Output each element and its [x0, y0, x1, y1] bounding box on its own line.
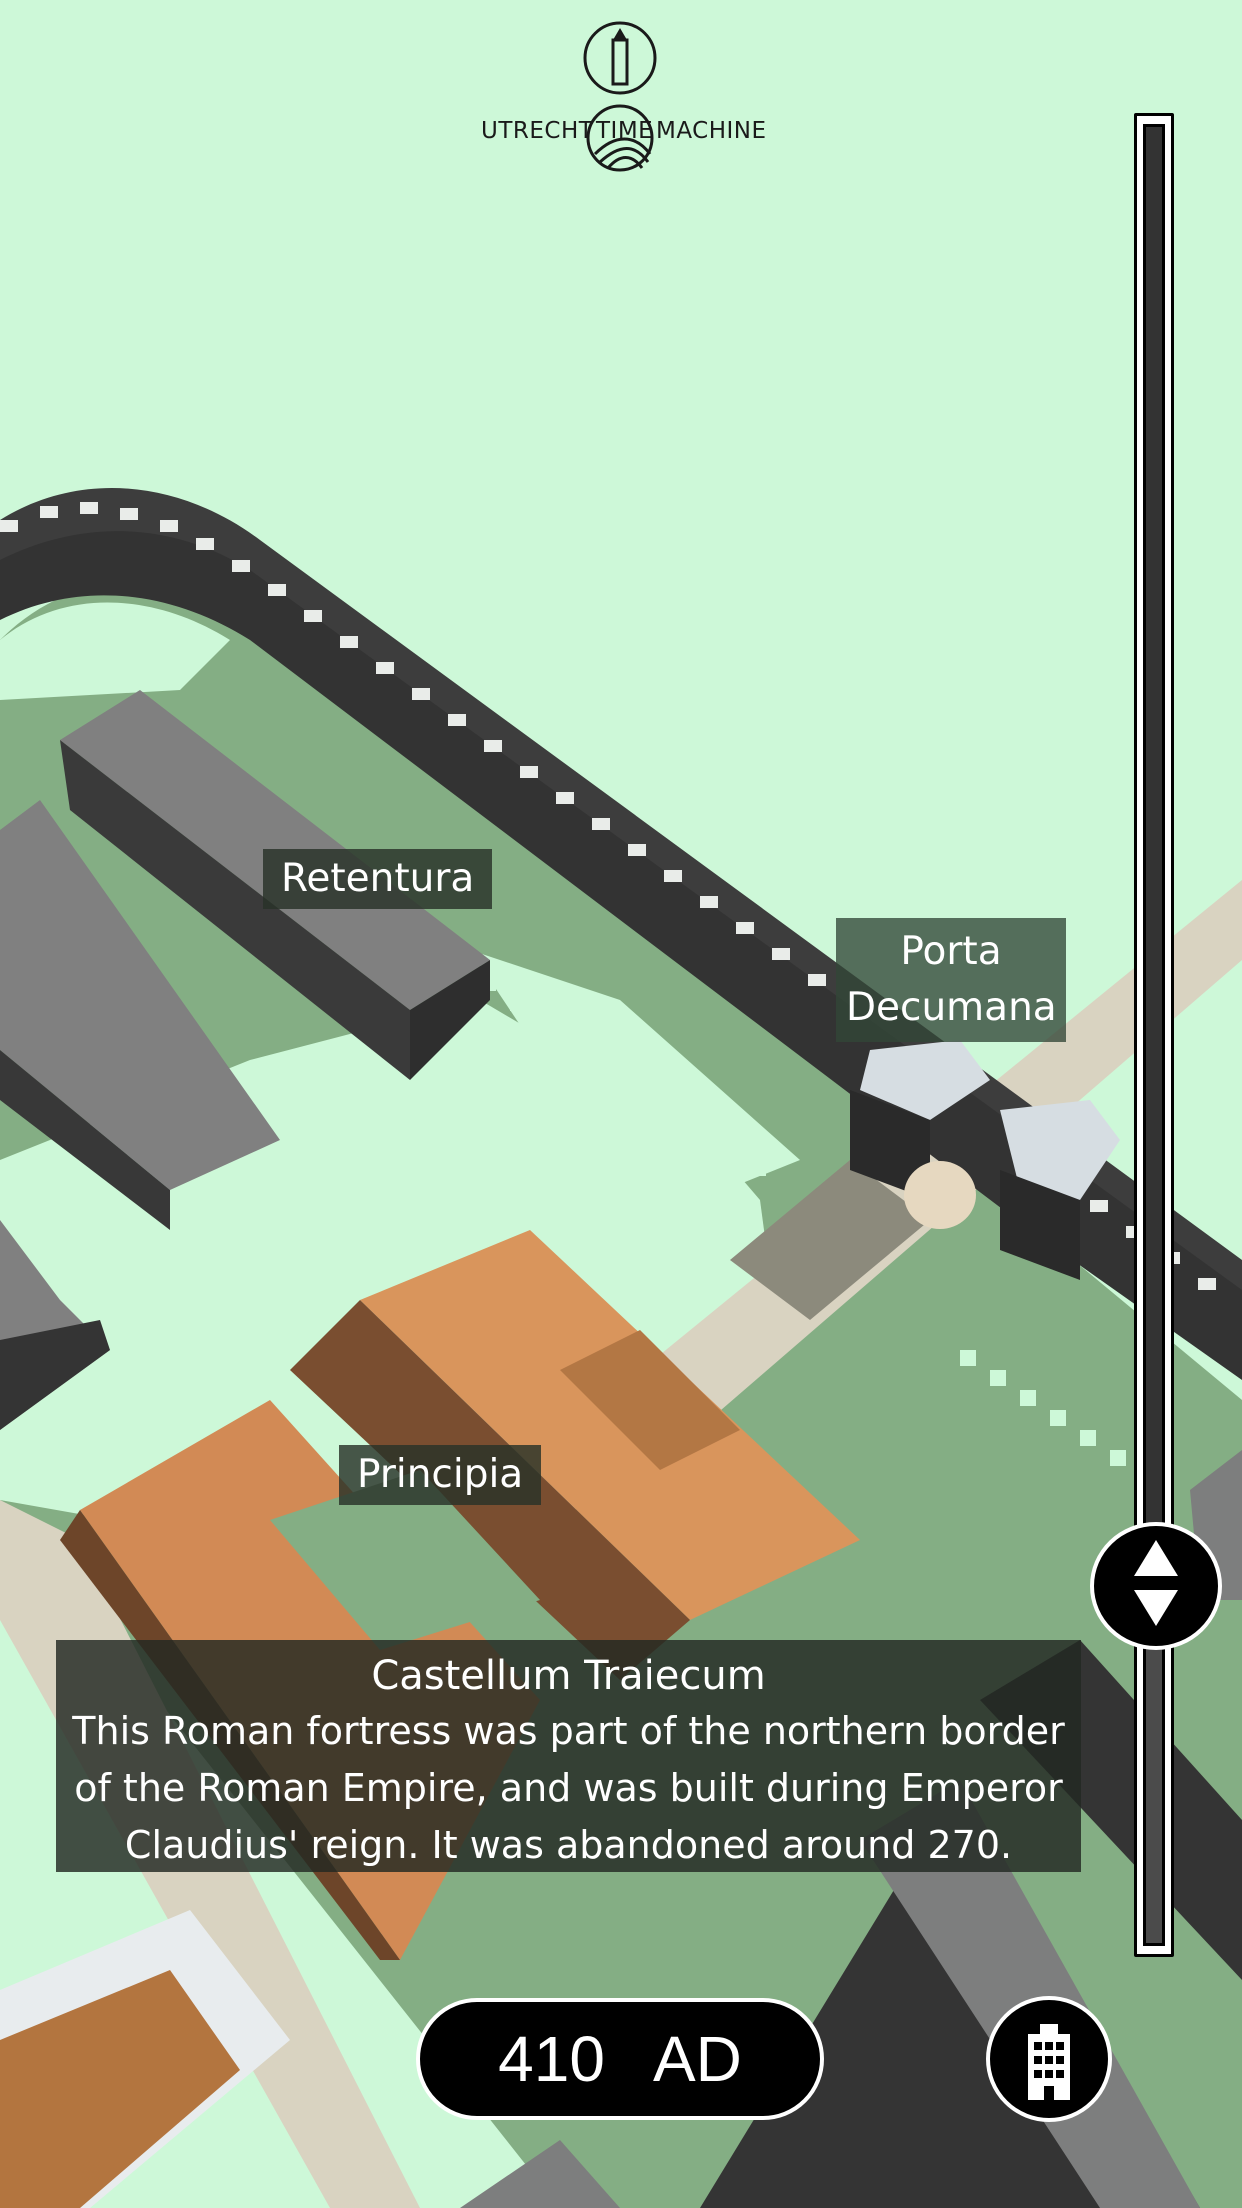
logo-text-machine: MACHINE — [656, 118, 767, 144]
info-description: This Roman fortress was part of the nort… — [72, 1709, 1065, 1867]
year-display[interactable]: 410 AD — [416, 1998, 824, 2120]
logo-text-time: TIME — [596, 118, 654, 144]
logo-text-utrecht: UTRECHT — [481, 118, 594, 144]
timeline-slider-fill — [1146, 1616, 1162, 1943]
timeline-slider-track[interactable] — [1134, 113, 1174, 1957]
map-label-principia[interactable]: Principia — [339, 1445, 542, 1505]
timeline-slider-handle[interactable] — [1090, 1522, 1222, 1650]
year-value: 410 — [498, 2023, 605, 2095]
map-label-porta-line2: Decumana — [846, 985, 1057, 1030]
up-down-arrows-icon — [1134, 1540, 1178, 1626]
logo-emblem-icon — [583, 21, 657, 172]
map-label-porta-line1: Porta — [900, 929, 1002, 974]
info-panel: Castellum Traiecum This Roman fortress w… — [56, 1640, 1081, 1872]
map-label-retentura[interactable]: Retentura — [263, 849, 493, 909]
building-button[interactable] — [986, 1996, 1112, 2122]
map-label-porta-decumana[interactable]: Porta Decumana — [836, 918, 1066, 1042]
info-title: Castellum Traiecum — [371, 1653, 766, 1699]
timeline-slider-inner — [1143, 124, 1165, 1946]
utrecht-time-machine-logo: UTRECHT TIME MACHINE — [470, 14, 770, 174]
year-era: AD — [652, 2023, 742, 2095]
building-icon — [1028, 2024, 1070, 2100]
